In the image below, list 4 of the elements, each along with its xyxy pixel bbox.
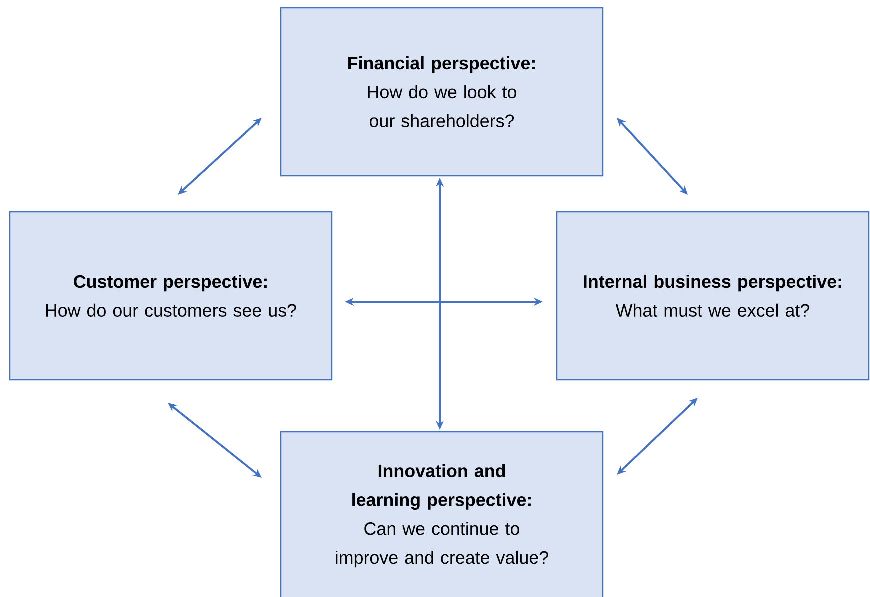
perspective-box: Innovation and learning perspective: Can we continue to improve and create value? xyxy=(280,431,604,597)
perspective-box: Customer perspective: How do our customers see us? xyxy=(9,211,333,381)
perspective-box: Internal business perspective: What must we excel at? xyxy=(556,211,870,381)
perspective-box: Financial perspective: How do we look to our shareholders? xyxy=(280,7,604,177)
